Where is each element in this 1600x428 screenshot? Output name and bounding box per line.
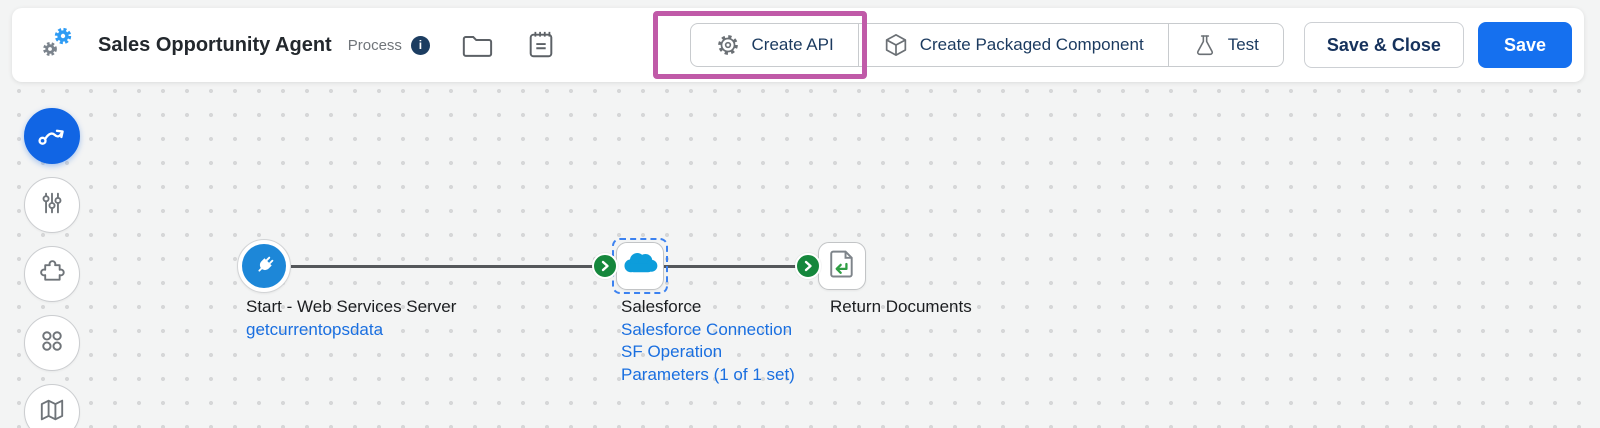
notes-icon[interactable]: [524, 28, 558, 62]
return-documents-node[interactable]: [818, 242, 866, 290]
save-and-close-button[interactable]: Save & Close: [1303, 22, 1464, 68]
node-title: Salesforce: [621, 297, 702, 316]
salesforce-node-label: Salesforce Salesforce Connection SF Oper…: [621, 296, 795, 386]
parameters-link[interactable]: Parameters (1 of 1 set): [621, 364, 795, 384]
map-icon: [35, 393, 69, 428]
folder-icon[interactable]: [460, 28, 494, 62]
test-button[interactable]: Test: [1167, 24, 1283, 66]
create-api-label: Create API: [751, 35, 834, 54]
sidebar-item-extensions[interactable]: [24, 246, 80, 302]
start-node[interactable]: [237, 239, 291, 293]
create-api-button[interactable]: Create API: [652, 11, 867, 79]
action-button-group: Create API Create Packaged Component Tes…: [652, 11, 1284, 79]
salesforce-cloud-icon: [619, 249, 661, 284]
node-title: Return Documents: [830, 297, 972, 316]
node-title: Start - Web Services Server: [246, 297, 457, 316]
sf-operation-link[interactable]: SF Operation: [621, 342, 723, 361]
start-node-link-getcurrentopsdata[interactable]: getcurrentopsdata: [246, 319, 384, 339]
flow-arrow-icon: [34, 116, 70, 157]
return-documents-label: Return Documents: [830, 296, 972, 319]
package-box-icon: [883, 32, 909, 58]
sidebar-item-configuration[interactable]: [24, 177, 80, 233]
shapes-grid-icon: [35, 324, 69, 363]
page-title: Sales Opportunity Agent: [98, 33, 332, 56]
connection-endpoint-icon[interactable]: [795, 253, 821, 279]
puzzle-icon: [35, 255, 69, 294]
start-node-label: Start - Web Services Server getcurrentop…: [246, 296, 456, 341]
plug-icon: [242, 244, 286, 288]
header-bar: Sales Opportunity Agent Process i Create…: [12, 8, 1584, 82]
salesforce-node[interactable]: [612, 238, 668, 294]
sidebar-item-shapes[interactable]: [24, 315, 80, 371]
connection-endpoint-icon[interactable]: [592, 253, 618, 279]
return-document-icon: [827, 248, 857, 285]
save-button[interactable]: Save: [1477, 22, 1572, 68]
gear-icon: [715, 32, 741, 58]
sliders-icon: [35, 186, 69, 225]
sidebar-item-map[interactable]: [24, 384, 80, 428]
tool-sidebar: [24, 108, 80, 428]
flask-icon: [1193, 32, 1217, 58]
sidebar-item-process-flow[interactable]: [24, 108, 80, 164]
info-icon[interactable]: i: [410, 35, 430, 55]
component-type-label: Process: [347, 36, 402, 54]
test-label: Test: [1227, 35, 1259, 54]
process-gears-icon: [38, 25, 78, 65]
create-packaged-component-button[interactable]: Create Packaged Component: [857, 24, 1168, 66]
salesforce-connection-link[interactable]: Salesforce Connection: [621, 319, 793, 339]
create-packaged-component-label: Create Packaged Component: [919, 35, 1144, 54]
flow-connector-line: [664, 265, 796, 268]
flow-connector-line: [291, 265, 593, 268]
